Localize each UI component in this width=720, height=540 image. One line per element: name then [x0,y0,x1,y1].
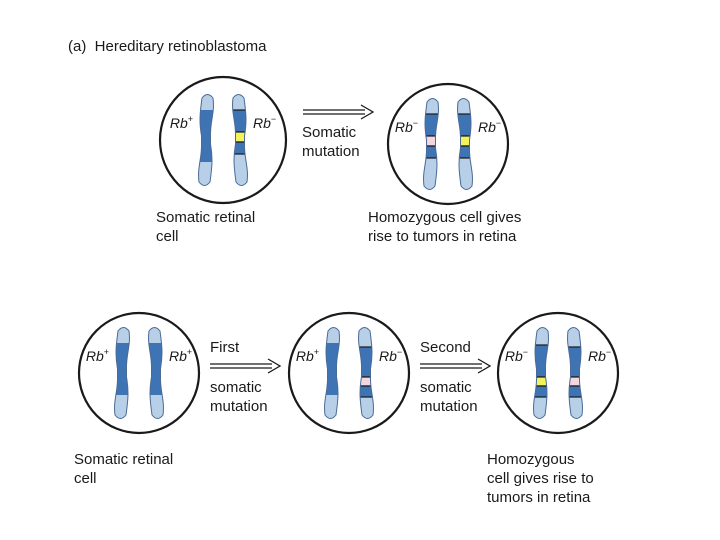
bottom-cell1-chromosome-right-band-0 [148,343,164,395]
bottom-cell2-chromosome-left-band-0 [324,343,340,395]
diagram-title: (a) Hereditary retinoblastoma [68,38,267,55]
bottom-arrow1-above: First [210,339,240,356]
top-caption1-line2: cell [156,228,179,245]
top-cell1-chromosome-left-band-0 [198,110,214,162]
bottom-arrow2-line2: mutation [420,398,478,415]
bottom-caption1-line1: Somatic retinal [74,451,174,468]
bottom-cell1-chromosome-left [114,327,130,419]
bottom-cell3-chromosome-right-band-2 [567,385,583,398]
bottom-caption1-line2: cell [74,470,97,487]
bottom-caption3-line2: cell gives rise to [487,470,594,487]
bottom-cell2-chromosome-right-band-2 [358,385,374,398]
bottom-cell3-allele-left: Rb− [505,347,528,364]
top-caption2-line1: Homozygous cell gives [368,209,522,226]
bottom-cell1-circle [77,311,201,435]
bottom-cell2-allele-right: Rb− [379,347,402,364]
top-caption2-line2: rise to tumors in retina [368,228,517,245]
top-cell1-chromosome-right [232,94,248,186]
bottom-cell2-chromosome-right [358,327,374,419]
top-cell2-chromosome-right-band-2 [457,145,473,159]
bottom-cell2-chromosome-left [324,327,340,419]
bottom-caption3-line3: tumors in retina [487,489,591,506]
top-cell2-chromosome-left-band-2 [423,145,439,159]
top-cell2-allele-left: Rb− [395,118,418,135]
bottom-arrow2-above: Second [420,339,471,356]
top-cell2-chromosome-right [457,98,473,190]
bottom-cell1-chromosome-right [148,327,164,419]
bottom-cell2-allele-left: Rb+ [296,347,319,364]
top-cell2-chromosome-left [423,98,439,190]
bottom-caption3-line1: Homozygous [487,451,575,468]
top-arrow-label-line2: mutation [302,143,360,160]
top-cell1-circle [158,75,288,205]
bottom-arrow1 [210,358,282,374]
bottom-cell1-allele-left: Rb+ [86,347,109,364]
bottom-cell3-chromosome-left-band-2 [533,385,549,398]
top-cell1-chromosome-right-band-2 [232,141,248,155]
bottom-cell3-allele-right: Rb− [588,347,611,364]
bottom-cell3-chromosome-left [533,327,549,419]
bottom-arrow2-line1: somatic [420,379,472,396]
top-arrow [303,104,375,120]
bottom-cell1-chromosome-left-band-0 [114,343,130,395]
bottom-cell3-chromosome-right [567,327,583,419]
bottom-arrow2 [420,358,492,374]
bottom-cell1-allele-right: Rb+ [169,347,192,364]
top-cell2-allele-right: Rb− [478,118,501,135]
top-cell1-chromosome-left [198,94,214,186]
bottom-arrow1-line1: somatic [210,379,262,396]
top-cell1-allele-right: Rb− [253,114,276,131]
bottom-cell3-circle [496,311,620,435]
top-cell1-allele-left: Rb+ [170,114,193,131]
top-caption1-line1: Somatic retinal [156,209,256,226]
bottom-cell2-circle [287,311,411,435]
bottom-arrow1-line2: mutation [210,398,268,415]
top-cell2-circle [386,82,510,206]
top-arrow-label-line1: Somatic [302,124,357,141]
